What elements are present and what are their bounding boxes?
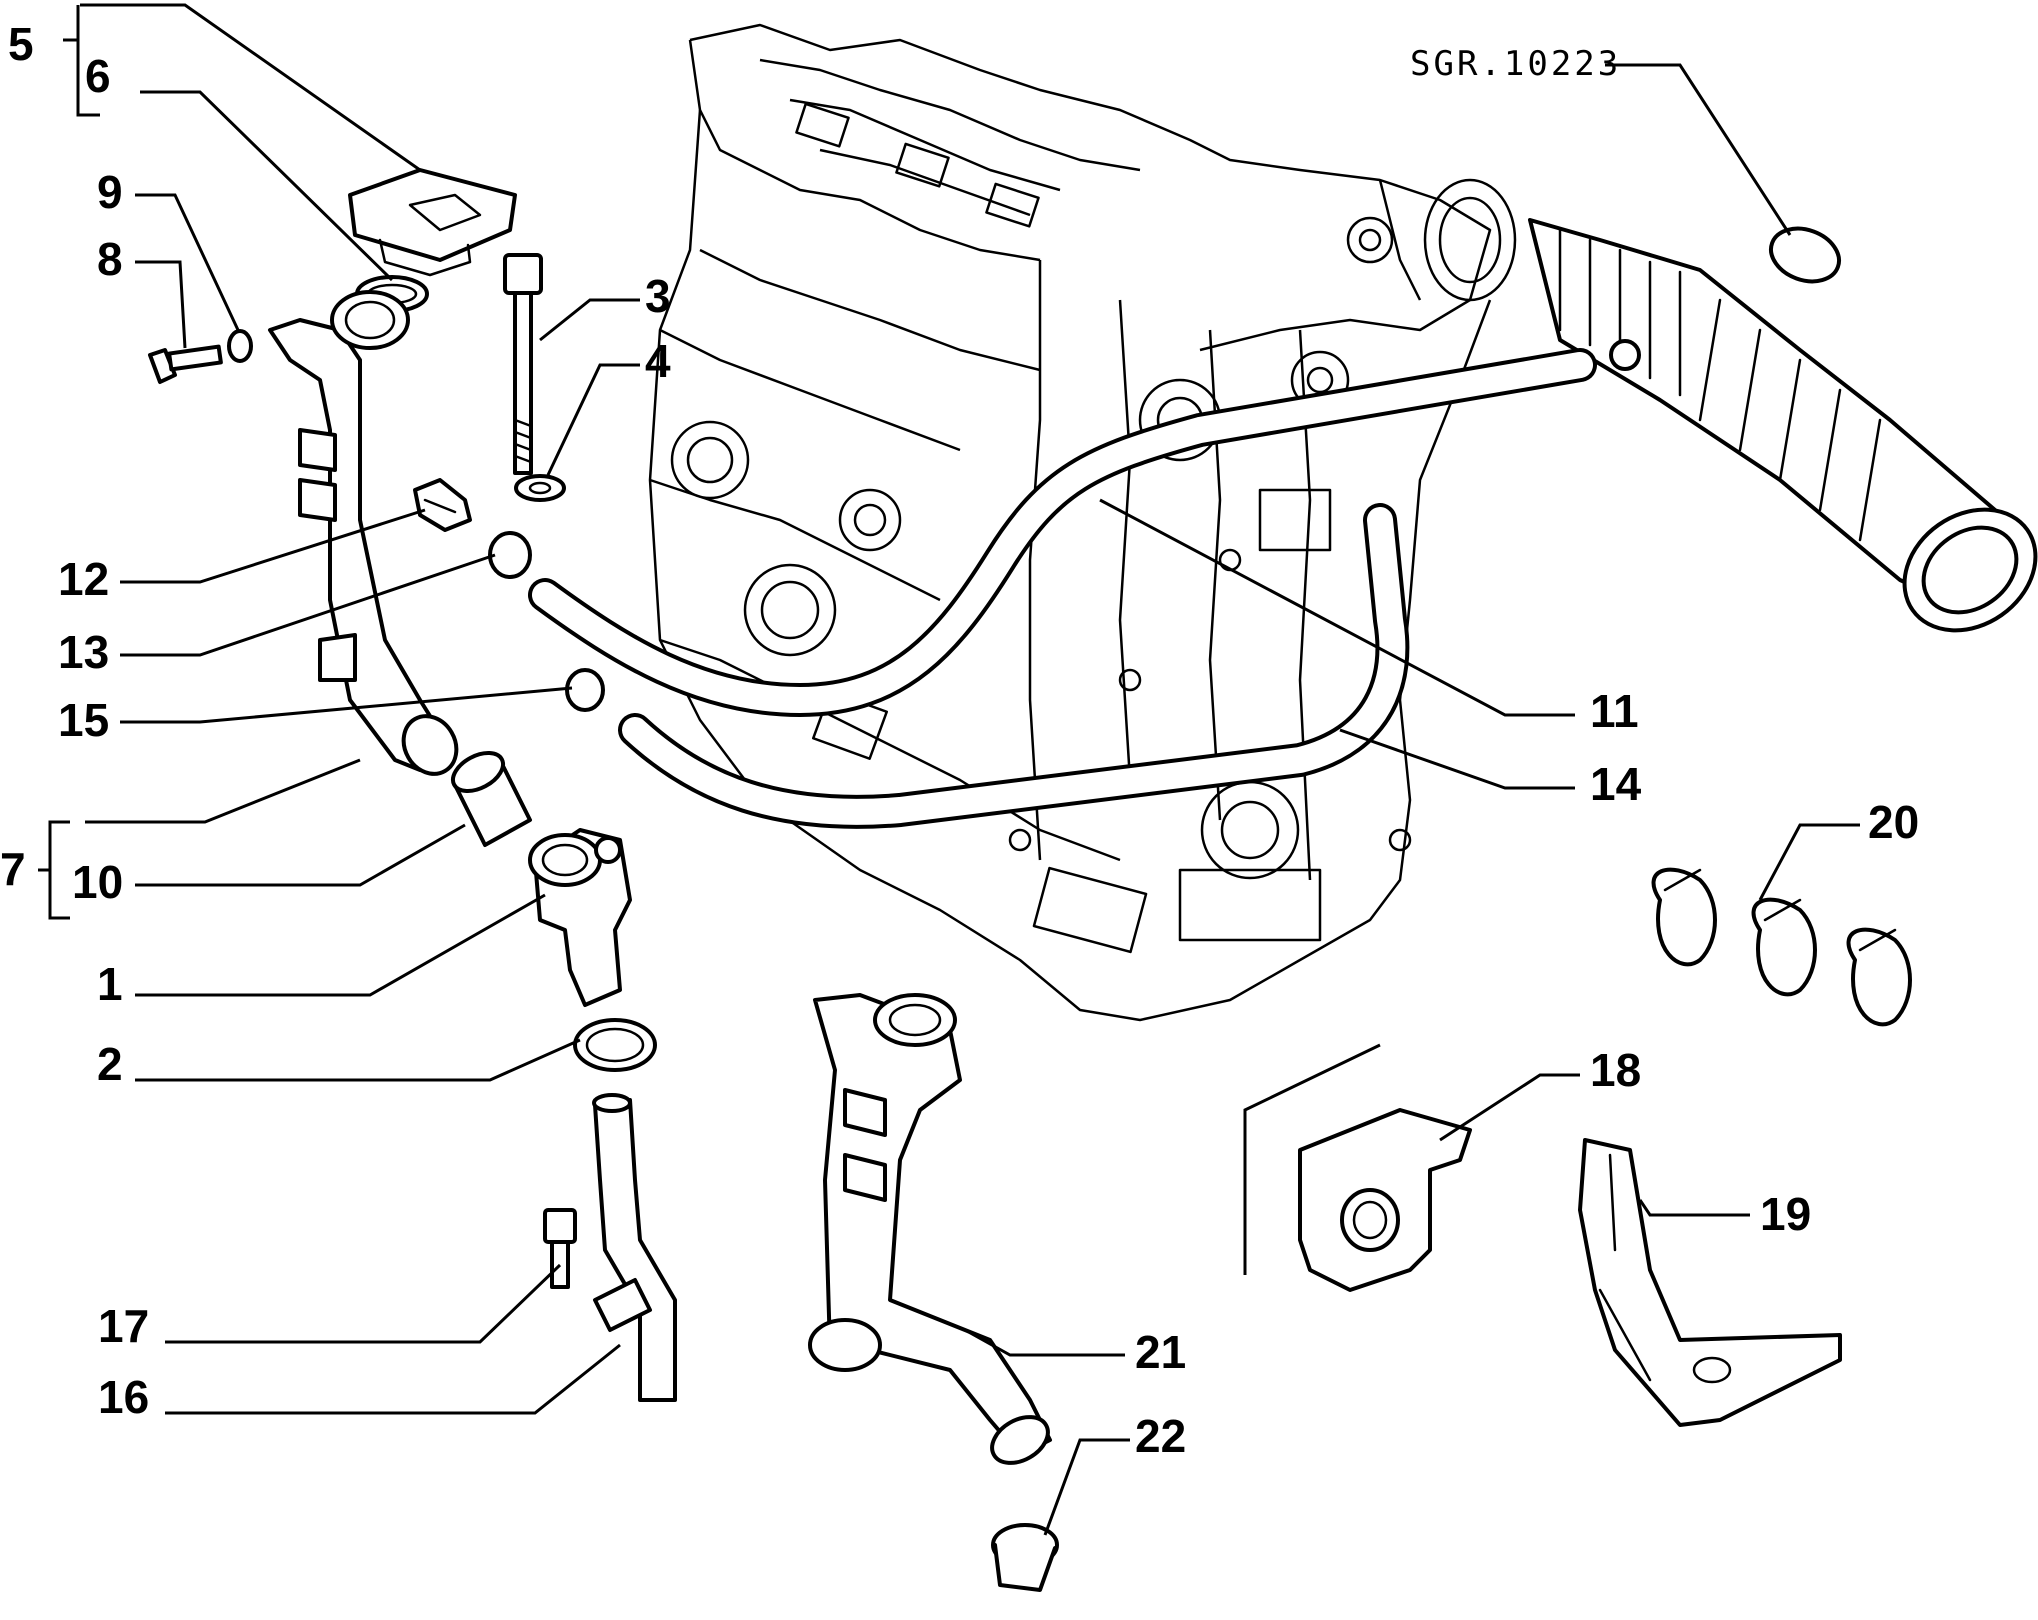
callout-7: 7 bbox=[0, 843, 26, 895]
part-18-clip bbox=[1298, 1108, 1472, 1292]
part-20-triple-clip bbox=[1651, 867, 1912, 1027]
engine-block-illustration bbox=[648, 23, 1517, 1022]
callout-12: 12 bbox=[58, 553, 109, 605]
callout-9: 9 bbox=[97, 166, 123, 218]
part-9-washer bbox=[227, 329, 253, 363]
hose-11 bbox=[528, 348, 1597, 717]
callout-14: 14 bbox=[1590, 758, 1642, 810]
callout-2: 2 bbox=[97, 1038, 123, 1090]
callout-4: 4 bbox=[645, 335, 671, 387]
part-7-outlet-pipe bbox=[268, 290, 459, 776]
air-intake-duct-illustration bbox=[1528, 218, 2038, 633]
callout-21: 21 bbox=[1135, 1326, 1186, 1378]
callout-labels: 5 6 9 8 3 4 12 13 15 7 10 1 2 17 16 11 1… bbox=[0, 18, 1919, 1462]
callout-15: 15 bbox=[58, 694, 109, 746]
part-13-clip bbox=[488, 531, 532, 579]
callout-1: 1 bbox=[97, 958, 123, 1010]
callout-10: 10 bbox=[72, 856, 123, 908]
callout-20: 20 bbox=[1868, 796, 1919, 848]
leader-lines bbox=[38, 3, 1860, 1536]
callout-13: 13 bbox=[58, 626, 109, 678]
hose-14 bbox=[618, 503, 1410, 829]
part-1-thermostat-housing bbox=[528, 828, 632, 1007]
drawing-code: SGR.10223 bbox=[1410, 44, 1621, 84]
callout-11: 11 bbox=[1590, 685, 1639, 737]
callout-19: 19 bbox=[1760, 1188, 1811, 1240]
callout-18: 18 bbox=[1590, 1044, 1641, 1096]
part-15-hose-clamp bbox=[565, 668, 605, 712]
part-12-temperature-sensor bbox=[413, 478, 472, 532]
part-16-pipe bbox=[592, 1093, 677, 1402]
part-4-washer bbox=[514, 474, 566, 502]
callout-5: 5 bbox=[8, 18, 34, 70]
part-10-adapter bbox=[451, 751, 532, 847]
callout-3: 3 bbox=[645, 270, 671, 322]
callout-17: 17 bbox=[98, 1300, 149, 1352]
callout-22: 22 bbox=[1135, 1410, 1186, 1462]
callout-6: 6 bbox=[85, 50, 111, 102]
part-19-bracket bbox=[1578, 1138, 1842, 1427]
callout-8: 8 bbox=[97, 233, 123, 285]
part-22-plug bbox=[991, 1523, 1059, 1592]
part-3-long-bolt bbox=[503, 253, 543, 475]
part-21-pipe bbox=[808, 993, 1052, 1465]
part-5-sensor-cover bbox=[348, 168, 517, 277]
callout-16: 16 bbox=[98, 1371, 149, 1423]
part-17-bolt bbox=[543, 1208, 577, 1289]
part-8-bolt bbox=[148, 344, 223, 384]
